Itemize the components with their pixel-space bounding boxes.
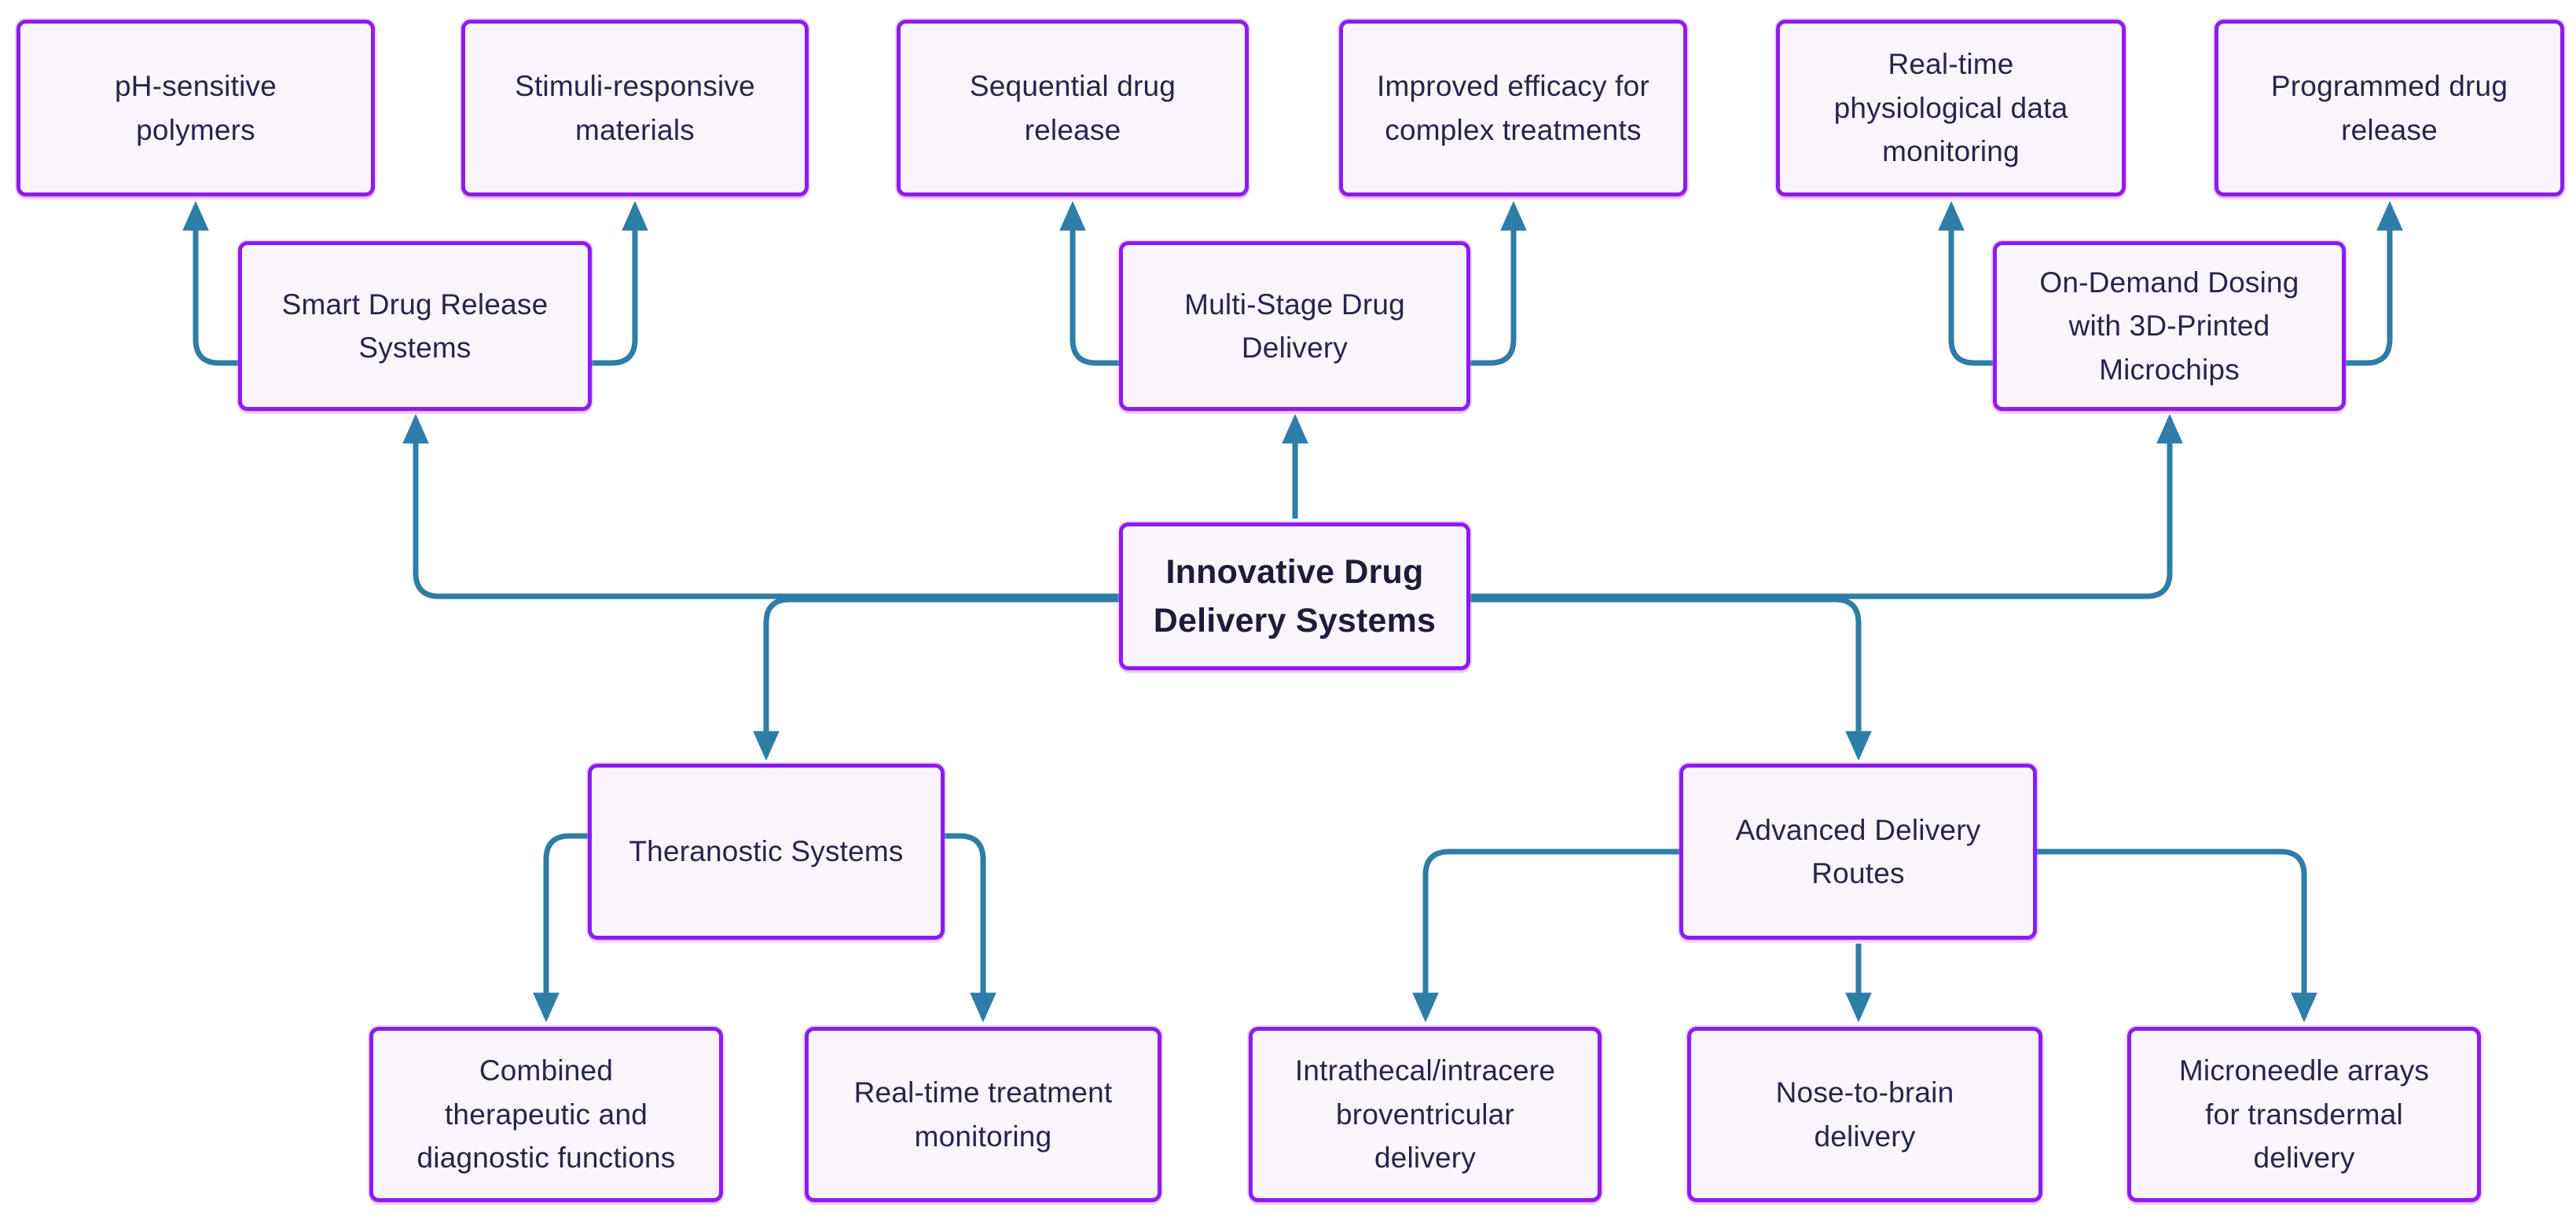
node-stimuli-responsive-materials: Stimuli-responsive materials: [461, 20, 809, 196]
edge-root-on-demand: [1470, 413, 2183, 599]
edge-root-advanced: [1470, 596, 1872, 761]
edge-advanced-microneedle: [2037, 849, 2317, 1023]
edge-multi-stage-improved: [1470, 200, 1527, 366]
edge-theranostic-combined: [533, 833, 588, 1023]
node-smart-drug-release-systems: Smart Drug Release Systems: [238, 241, 592, 411]
node-ph-sensitive-polymers: pH-sensitive polymers: [17, 20, 375, 196]
node-theranostic-systems: Theranostic Systems: [588, 764, 945, 940]
edge-advanced-intrathecal: [1412, 849, 1679, 1023]
node-sequential-drug-release: Sequential drug release: [897, 20, 1249, 196]
node-nose-to-brain-delivery: Nose-to-brain delivery: [1687, 1027, 2042, 1202]
edge-smart-ph: [182, 200, 238, 366]
node-intrathecal-intracerebroventricular: Intrathecal/intracere broventricular del…: [1249, 1027, 1602, 1202]
node-multi-stage-drug-delivery: Multi-Stage Drug Delivery: [1119, 241, 1470, 411]
node-advanced-delivery-routes: Advanced Delivery Routes: [1679, 764, 2037, 940]
node-realtime-treatment-monitoring: Real-time treatment monitoring: [805, 1027, 1161, 1202]
edge-on-demand-realtime-phys: [1938, 200, 1993, 366]
node-realtime-physiological-monitoring: Real-time physiological data monitoring: [1776, 20, 2126, 196]
edge-root-theranostic: [753, 596, 1119, 761]
edge-smart-stimuli: [592, 200, 648, 366]
edge-theranostic-realtime-treat: [945, 833, 996, 1023]
edge-root-smart: [402, 413, 1119, 599]
node-programmed-drug-release: Programmed drug release: [2215, 20, 2564, 196]
node-on-demand-dosing-microchips: On-Demand Dosing with 3D-Printed Microch…: [1993, 241, 2346, 411]
edge-on-demand-programmed: [2346, 200, 2403, 366]
node-innovative-drug-delivery-systems: Innovative Drug Delivery Systems: [1119, 522, 1470, 670]
edge-multi-stage-sequential: [1059, 200, 1119, 366]
node-improved-efficacy: Improved efficacy for complex treatments: [1339, 20, 1687, 196]
node-microneedle-arrays-transdermal: Microneedle arrays for transdermal deliv…: [2127, 1027, 2481, 1202]
node-combined-therapeutic-diagnostic: Combined therapeutic and diagnostic func…: [369, 1027, 723, 1202]
